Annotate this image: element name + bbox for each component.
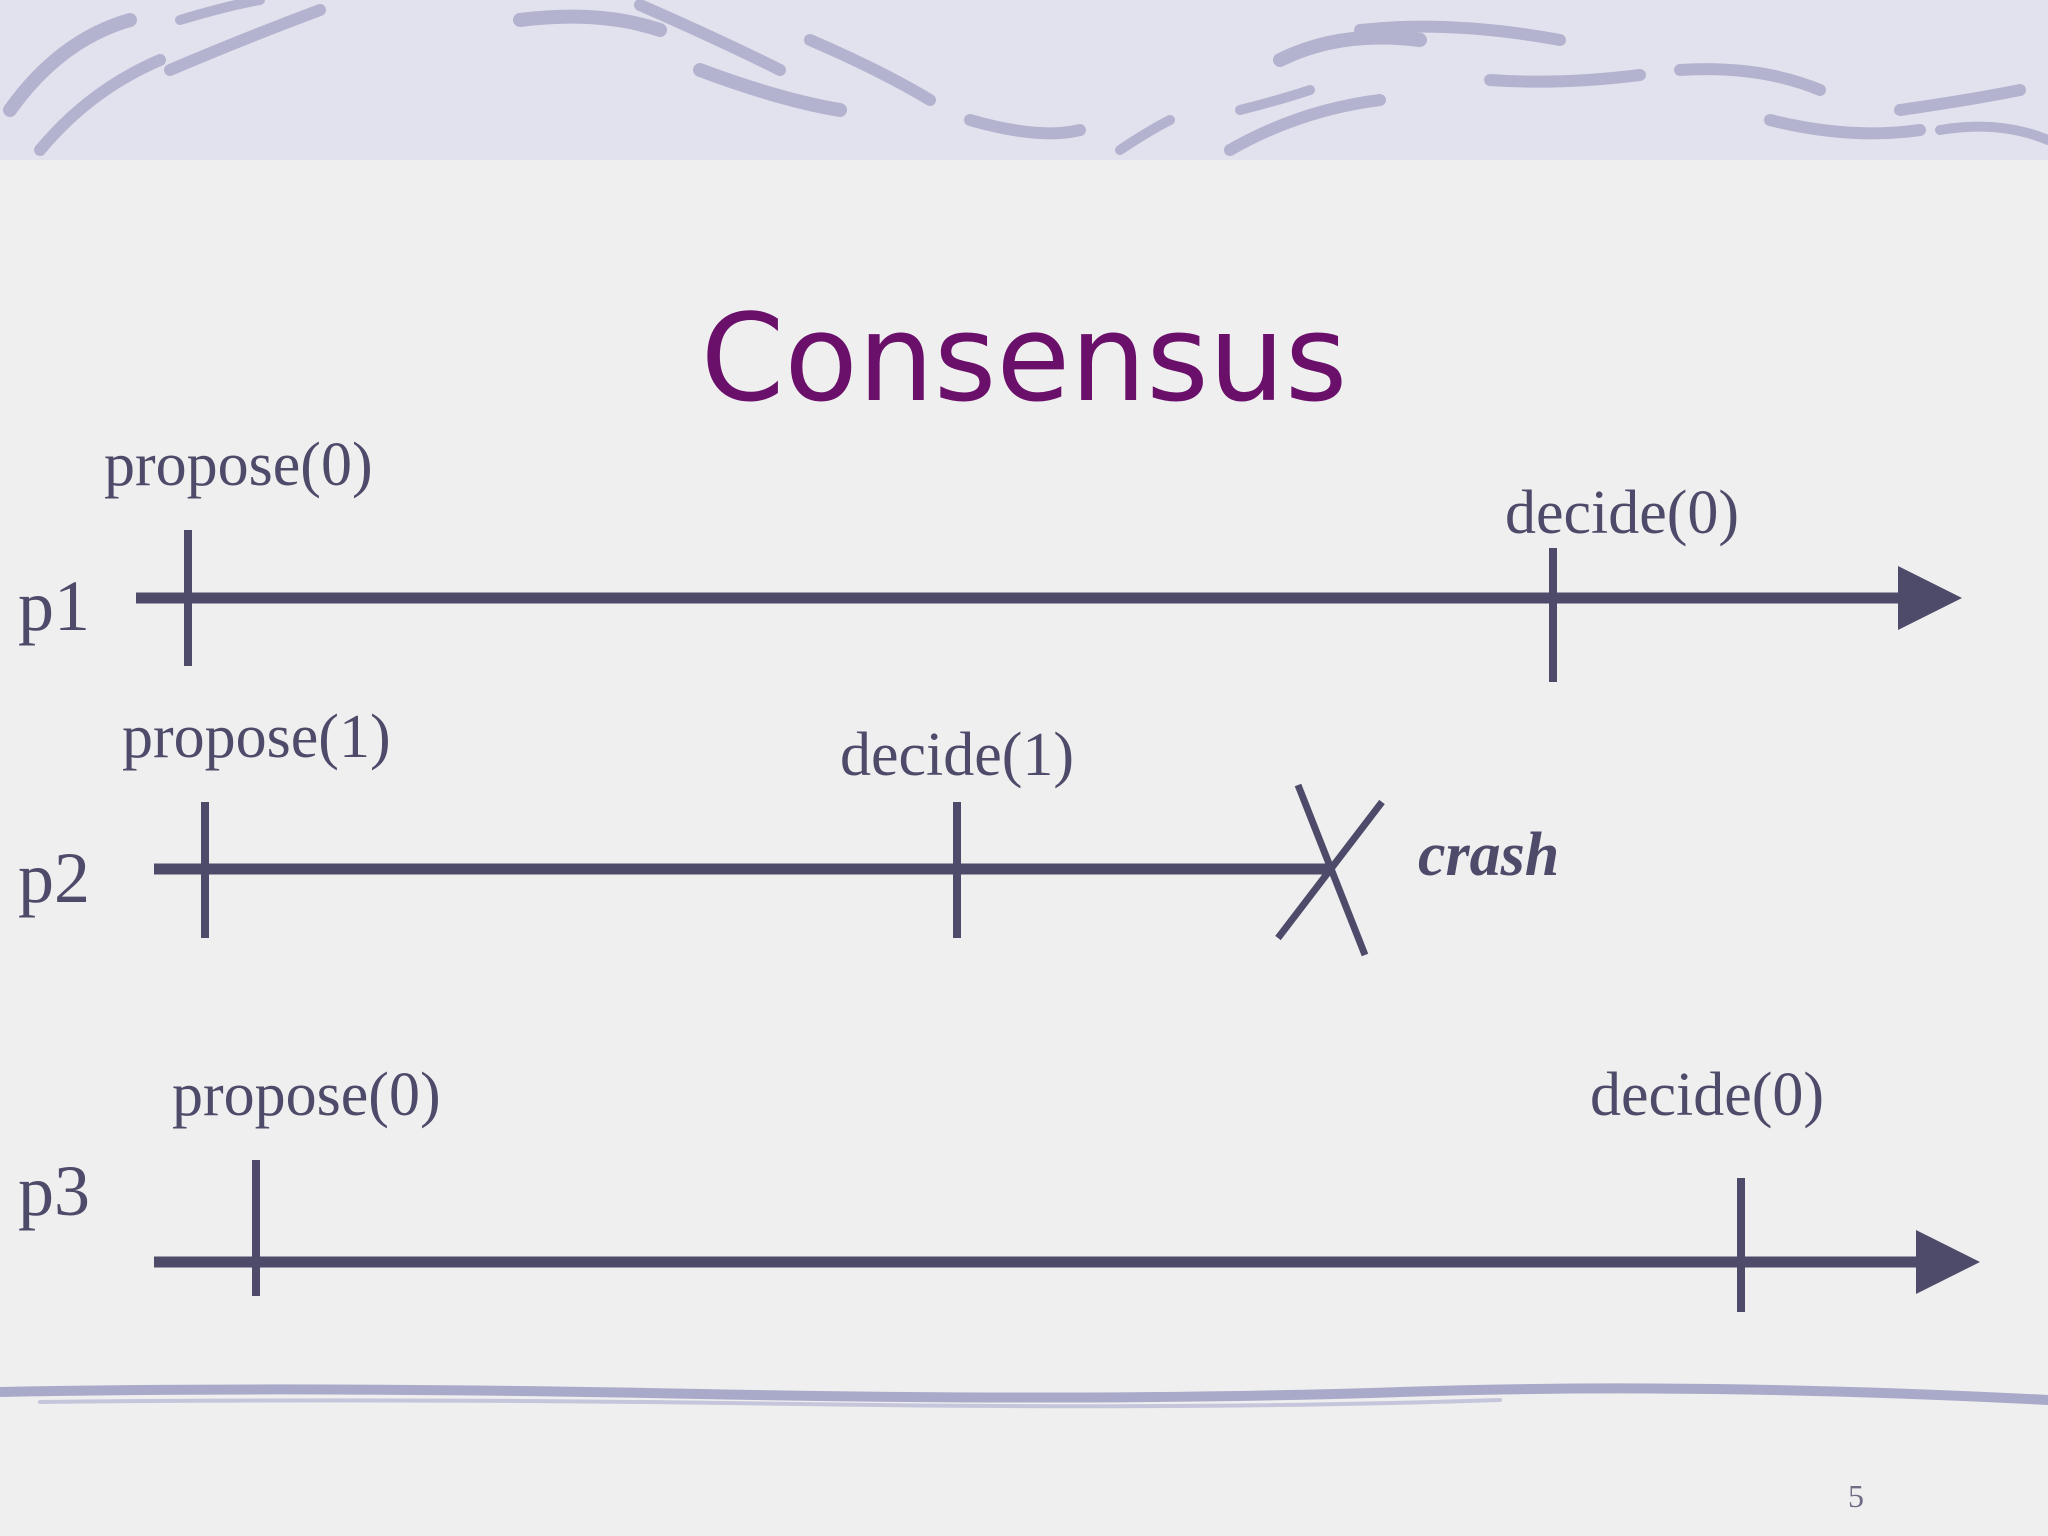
p3-propose-label: propose(0): [172, 1061, 441, 1129]
p2-propose-label: propose(1): [122, 703, 391, 771]
crash-label: crash: [1418, 821, 1560, 889]
crash-x-mark: [1275, 783, 1385, 957]
p1-arrowhead: [1898, 566, 1962, 630]
page-number: 5: [1848, 1478, 1864, 1514]
p1-propose-label: propose(0): [104, 431, 373, 499]
bottom-rule: [0, 1383, 2048, 1409]
p1-decide-label: decide(0): [1505, 479, 1740, 547]
process-label-p2: p2: [18, 838, 90, 918]
process-label-p3: p3: [18, 1151, 90, 1231]
process-label-p1: p1: [18, 566, 90, 646]
p2-decide-label: decide(1): [840, 721, 1075, 789]
slide-title: Consensus: [700, 290, 1348, 429]
p3-arrowhead: [1916, 1230, 1980, 1294]
p3-decide-label: decide(0): [1590, 1061, 1825, 1129]
banner-brush-strokes: [3, 0, 2048, 156]
